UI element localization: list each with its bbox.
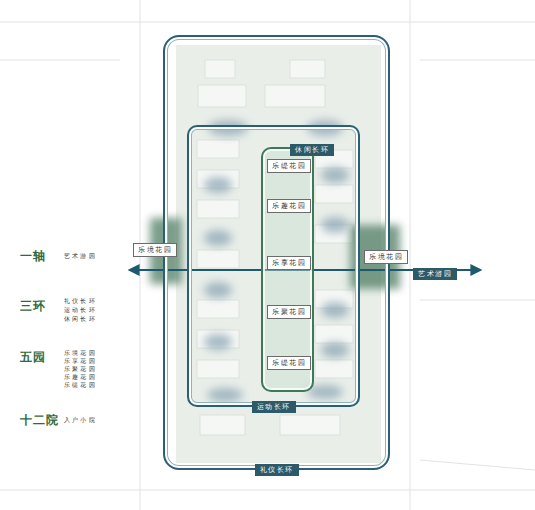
axis-tag: 艺术游园	[413, 268, 457, 280]
garden-tag: 乐享花园	[267, 256, 311, 270]
garden-name: 乐趣花园	[272, 202, 306, 210]
concept-item: 乐享花园	[64, 357, 97, 365]
ring-tag: 运动长环	[252, 401, 296, 413]
concept-heading: 十二院	[20, 413, 59, 427]
ring-tag: 休闲长环	[290, 144, 334, 156]
concept-item: 艺术游园	[64, 252, 97, 260]
ring-tag: 礼仪长环	[255, 464, 299, 476]
garden-name: 乐境花园	[369, 253, 403, 261]
ring-outline: 礼仪长环运动长环休闲长环乐缇花园乐趣花园乐享花园乐聚花园乐缇花园	[163, 35, 390, 470]
garden-tag: 乐聚花园	[267, 305, 311, 319]
concept-heading: 一轴	[20, 249, 46, 263]
concept-item: 休闲长环	[64, 315, 97, 323]
concept-item: 乐境花园	[64, 349, 97, 357]
concept-heading: 三环	[20, 299, 46, 313]
garden-name: 乐缇花园	[272, 162, 306, 170]
garden-name: 乐缇花园	[272, 359, 306, 367]
garden-name: 乐聚花园	[272, 308, 306, 316]
ring-outline: 运动长环休闲长环乐缇花园乐趣花园乐享花园乐聚花园乐缇花园	[187, 125, 360, 407]
garden-name: 乐享花园	[272, 259, 306, 267]
garden-tag: 乐境花园	[133, 243, 177, 257]
concept-heading: 五园	[20, 350, 46, 364]
ring-outline: 休闲长环乐缇花园乐趣花园乐享花园乐聚花园乐缇花园	[261, 147, 314, 392]
garden-tag: 乐趣花园	[267, 199, 311, 213]
concept-item: 运动长环	[64, 306, 97, 314]
concept-item: 礼仪长环	[64, 297, 97, 305]
concept-item: 乐趣花园	[64, 373, 97, 381]
concept-item: 乐缇花园	[64, 381, 97, 389]
garden-tag: 乐缇花园	[267, 159, 311, 173]
garden-name: 乐境花园	[138, 246, 172, 254]
garden-tag: 乐缇花园	[267, 356, 311, 370]
concept-item: 乐聚花园	[64, 365, 97, 373]
garden-tag: 乐境花园	[364, 250, 408, 264]
concept-item: 入户小院	[64, 416, 97, 424]
